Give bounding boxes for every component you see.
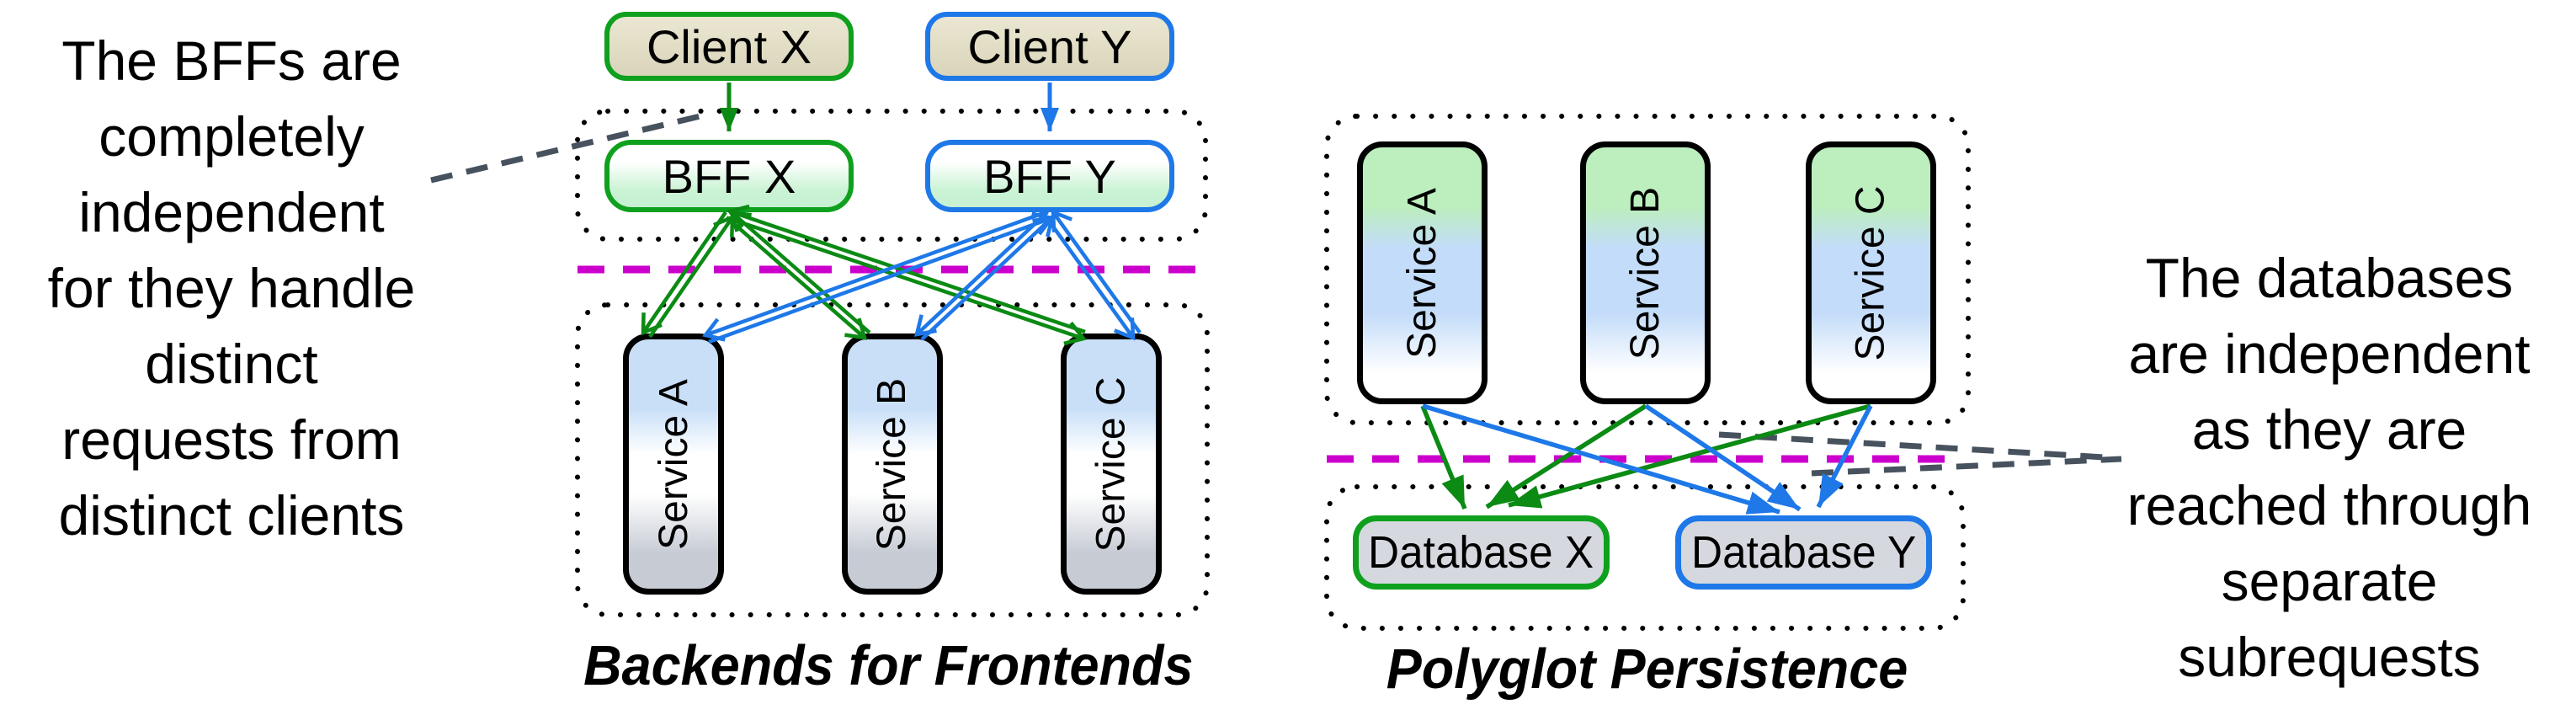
bff-service-a-label: Service A <box>651 378 696 550</box>
polyglot-service-b-node: Service B <box>1580 141 1711 404</box>
polyglot-service-c-node: Service C <box>1806 141 1936 404</box>
bff-x-node: BFF X <box>604 140 854 212</box>
annotation-left-line: for they handle <box>47 257 416 319</box>
polyglot-service-a-node: Service A <box>1357 141 1488 404</box>
annotation-right-line: are independent <box>2128 323 2531 385</box>
annotation-left: The BFFs are completely independent for … <box>7 23 456 553</box>
polyglot-service-c-label: Service C <box>1849 184 1893 361</box>
annotation-right-line: as they are <box>2191 398 2467 461</box>
annotation-right-leader-line-upper <box>1718 431 2105 461</box>
bff-service-c-node: Service C <box>1061 333 1162 595</box>
bff-y-node: BFF Y <box>925 140 1174 212</box>
annotation-right-line: The databases <box>2145 247 2514 309</box>
database-y-label: Database Y <box>1690 527 1917 578</box>
database-x-node: Database X <box>1353 515 1610 590</box>
polyglot-service-b-label: Service B <box>1623 186 1668 360</box>
arrows-services-to-database-x <box>1420 403 1871 510</box>
annotation-left-line: The BFFs are <box>61 29 402 92</box>
annotation-right-line: reached through <box>2126 474 2532 536</box>
client-y-node: Client Y <box>925 12 1174 81</box>
bff-diagram-caption: Backends for Frontends <box>583 634 1194 697</box>
arrows-bff-y-to-services <box>705 211 1142 344</box>
database-x-label: Database X <box>1368 527 1594 578</box>
arrows-services-to-database-y <box>1422 403 1873 515</box>
annotation-left-line: independent <box>78 181 385 243</box>
bff-service-b-node: Service B <box>842 333 943 595</box>
annotation-right: The databases are independent as they ar… <box>2086 240 2573 695</box>
arrows-bff-x-to-services <box>643 211 1085 339</box>
bff-y-label: BFF Y <box>983 149 1116 203</box>
client-x-node: Client X <box>604 12 854 81</box>
annotation-left-line: requests from <box>61 408 402 471</box>
bff-service-a-node: Service A <box>623 333 724 595</box>
bff-service-c-label: Service C <box>1088 376 1134 552</box>
annotation-right-line: separate <box>2221 550 2438 612</box>
polyglot-diagram-caption: Polyglot Persistence <box>1386 638 1908 701</box>
bff-x-label: BFF X <box>662 149 796 203</box>
polyglot-service-a-label: Service A <box>1400 187 1445 359</box>
client-x-label: Client X <box>646 19 812 73</box>
bff-service-b-label: Service B <box>870 377 915 551</box>
database-y-node: Database Y <box>1675 515 1932 590</box>
annotation-left-line: completely <box>98 105 365 168</box>
annotation-left-line: distinct clients <box>58 484 405 547</box>
annotation-right-line: subrequests <box>2178 626 2481 688</box>
annotation-left-line: distinct <box>145 333 318 395</box>
client-y-label: Client Y <box>967 19 1132 73</box>
annotation-right-leader-line-lower <box>1811 456 2122 477</box>
